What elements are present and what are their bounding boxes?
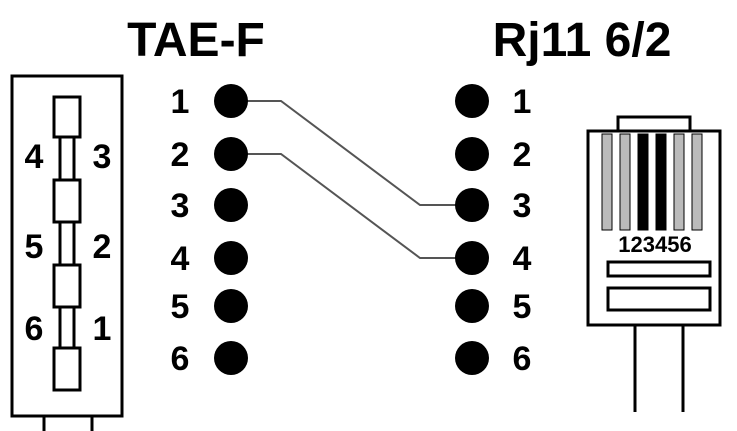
tae-f-pin-3 [214,188,248,222]
rj11-contact-2 [619,133,631,231]
tae-contact-label-right-3: 3 [93,138,112,176]
wire-2-to-4 [231,153,472,259]
wire-1-to-3 [231,100,472,206]
rj11-contact-4 [655,133,667,231]
rj11-pin-5-label: 5 [513,288,532,326]
tae-contact-label-left-6: 6 [25,310,44,348]
tae-f-pin-3-label: 3 [171,187,190,225]
tae-f-pin-5-label: 5 [171,288,190,326]
wires [231,100,472,259]
rj11-contact-1 [601,133,613,231]
rj11-pin-5 [455,289,489,323]
rj11-pin-2-label: 2 [513,136,532,174]
rj11-title: Rj11 6/2 [493,14,672,67]
tae-contact-label-left-4: 4 [25,138,44,176]
tae-f-pin-6 [214,341,248,375]
tae-contact-label-right-2: 2 [93,228,112,266]
tae-f-pin-1 [214,84,248,118]
tae-f-pin-4 [214,241,248,275]
rj11-pin-4-label: 4 [513,240,532,278]
tae-f-pin-1-label: 1 [171,83,190,121]
rj11-pin-1 [455,84,489,118]
tae-f-pin-2-label: 2 [171,136,190,174]
rj11-pin-3-label: 3 [513,187,532,225]
tae-f-socket-icon [10,74,124,431]
rj11-contact-6 [691,133,703,231]
tae-f-pin-2 [214,137,248,171]
rj11-contact-5 [673,133,685,231]
tae-f-pin-5 [214,289,248,323]
rj11-contact-3 [637,133,649,231]
rj11-pin-6 [455,341,489,375]
rj11-pin-2 [455,137,489,171]
rj11-plug-icon [586,115,722,412]
rj11-pin-4 [455,241,489,275]
tae-f-title: TAE-F [127,14,265,67]
tae-f-pins: 1 2 3 4 5 6 [171,83,248,378]
rj11-pins: 1 2 3 4 5 6 [455,83,532,378]
tae-contact-labels: 4 5 6 3 2 1 [25,138,112,348]
tae-contact-label-left-5: 5 [25,228,44,266]
rj11-pin-6-label: 6 [513,340,532,378]
rj11-pin-1-label: 1 [513,83,532,121]
rj11-contact-labels: 123456 [618,232,691,257]
tae-f-pin-6-label: 6 [171,340,190,378]
rj11-pin-3 [455,188,489,222]
tae-f-pin-4-label: 4 [171,240,190,278]
tae-contact-label-right-1: 1 [93,310,112,348]
